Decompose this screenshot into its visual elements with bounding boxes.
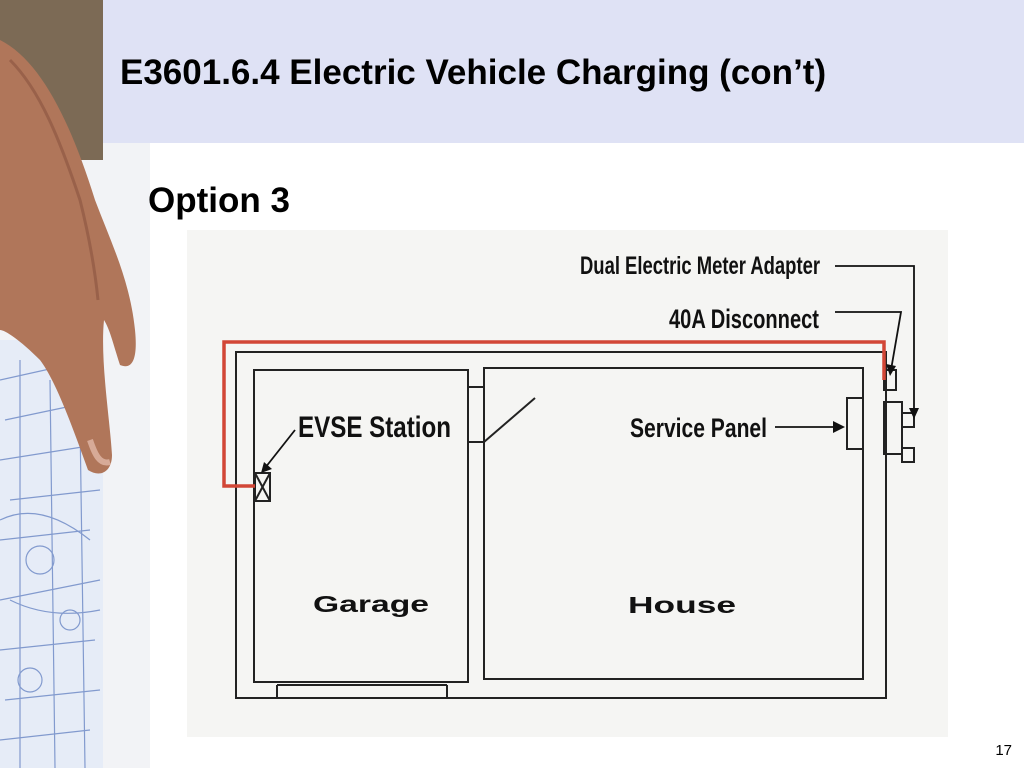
service-panel-label: Service Panel [630,413,767,443]
wiring-diagram: Dual Electric Meter Adapter 40A Disconne… [187,230,948,737]
evse-leader [264,429,296,469]
evse-label: EVSE Station [298,411,451,444]
meter-socket-top [901,412,915,428]
page-number: 17 [995,742,1012,759]
slide-subtitle: Option 3 [148,181,290,220]
ev-charging-circuit-wire [222,340,886,488]
house-label: House [628,592,736,618]
disconnect-leader [835,311,903,371]
garage-room [253,369,469,683]
meter-adapter-arrowhead [909,408,919,419]
door-swing-line [483,397,536,443]
service-panel-arrowhead [833,421,845,433]
garage-label: Garage [313,591,429,617]
meter-socket-bottom [901,447,915,463]
evse-arrowhead [261,462,272,473]
meter-adapter-leader [835,265,915,414]
title-bar [103,0,1024,143]
disconnect-arrowhead [886,364,896,376]
service-panel [846,397,864,450]
meter-adapter-label: Dual Electric Meter Adapter [580,252,820,280]
building-outline [235,351,887,699]
evse-box-cross-b [254,472,271,502]
slide-title: E3601.6.4 Electric Vehicle Charging (con… [120,53,827,92]
house-room [483,367,864,680]
diagram-background [187,230,948,737]
disconnect-label: 40A Disconnect [669,304,819,334]
